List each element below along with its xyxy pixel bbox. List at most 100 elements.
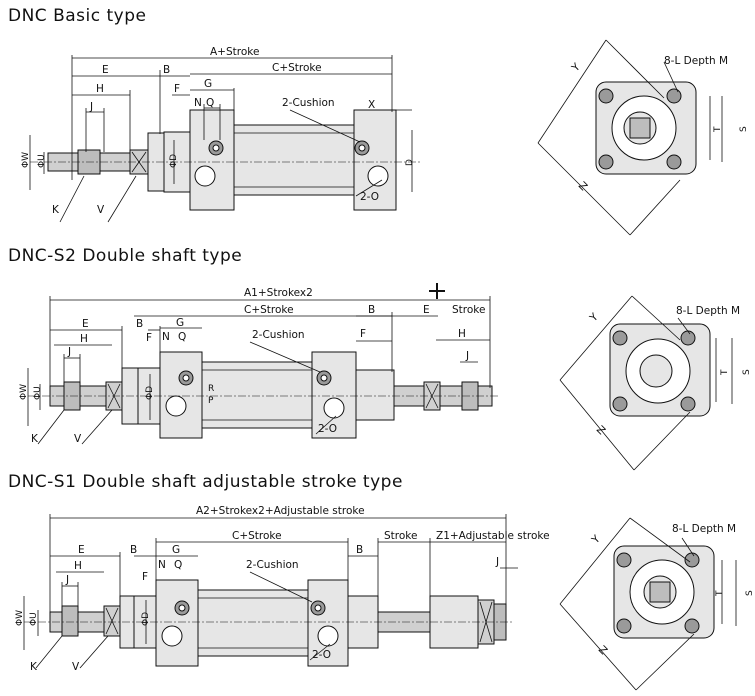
dim-label-f: F (142, 571, 148, 583)
dim-label-f: F (174, 83, 180, 95)
rear-cap (307, 579, 349, 667)
dim-label-n: N (158, 559, 166, 571)
dim-label-c: C+Stroke (232, 530, 282, 542)
dim-label-g: G (204, 78, 212, 90)
dim-label-n: N (194, 97, 202, 109)
dim-label-overall: A2+Strokex2+Adjustable stroke (196, 505, 365, 517)
dim-label-w: ΦW (21, 152, 31, 168)
section-title-s2: DNC-S2 Double shaft type (8, 246, 243, 266)
dim-label-q: Q (174, 559, 182, 571)
dim-label-port: 2-O (360, 191, 379, 203)
barrel (201, 361, 313, 429)
dim-label-port: 2-O (318, 423, 337, 435)
rod-nut (61, 605, 79, 637)
dim-label-f2: F (360, 328, 366, 340)
dim-label-stroke: Stroke (452, 304, 485, 316)
front-flange (189, 109, 235, 211)
dim-label-f: F (146, 332, 152, 344)
dim-label-port: 2-O (312, 649, 331, 661)
dim-label-s: S (742, 369, 752, 375)
dim-label-k: K (31, 433, 39, 445)
dim-label-w: ΦW (19, 384, 29, 400)
dim-label-k: K (30, 661, 38, 673)
dim-label-b: B (163, 64, 170, 76)
dim-label-h: H (80, 333, 88, 345)
dim-label-d1: ΦD (141, 612, 151, 626)
dim-label-q: Q (206, 97, 214, 109)
dim-label-c: C+Stroke (272, 62, 322, 74)
dim-label-j2: J (495, 556, 499, 568)
dim-label-z: Z (596, 644, 610, 658)
dim-label-b2: B (368, 304, 375, 316)
dim-label-e: E (78, 544, 85, 556)
front-flange (155, 579, 199, 667)
s2-side-view: A1+Strokex2 E B C+Stroke B E Stroke H H … (19, 283, 500, 445)
dim-label-d1: ΦD (145, 386, 155, 400)
dim-label-y: Y (587, 311, 601, 325)
dim-label-t: T (713, 126, 723, 133)
port-icon (161, 625, 183, 647)
dim-label-n: N (162, 331, 170, 343)
dim-label-h: H (96, 83, 104, 95)
dim-label-q: Q (178, 331, 186, 343)
dim-label-j2: J (465, 350, 469, 362)
dim-label-h2: H (458, 328, 466, 340)
dim-label-u: ΦU (37, 154, 47, 168)
dim-label-r: R (208, 384, 214, 394)
dim-label-k: K (52, 204, 60, 216)
section-title-s1: DNC-S1 Double shaft adjustable stroke ty… (8, 472, 403, 492)
barrel (233, 124, 355, 196)
front-flange (159, 351, 203, 439)
dim-label-s: S (745, 590, 755, 596)
dim-label-g: G (176, 317, 184, 329)
port-icon (165, 395, 187, 417)
dim-label-depth: 8-L Depth M (672, 523, 736, 535)
dim-label-s: S (739, 126, 749, 132)
dim-label-p: P (208, 396, 214, 406)
dim-label-x: X (368, 99, 375, 111)
port-icon (317, 625, 339, 647)
dim-label-j: J (65, 574, 69, 586)
dim-label-u: ΦU (33, 386, 43, 400)
dim-label-depth: 8-L Depth M (664, 55, 728, 67)
dim-label-stroke: Stroke (384, 530, 417, 542)
port-icon (323, 397, 345, 419)
dim-label-e: E (102, 64, 109, 76)
dim-label-cushion: 2-Cushion (246, 559, 299, 571)
dim-label-d1: ΦD (169, 154, 179, 168)
dim-label-adj: Z1+Adjustable stroke (436, 530, 550, 542)
s1-side-view: A2+Strokex2+Adjustable stroke E B C+Stro… (15, 505, 550, 673)
basic-side-view: A+Stroke E B C+Stroke H J F G N Q 2-Cush… (21, 46, 420, 223)
port-icon (367, 165, 389, 187)
dim-label-g: G (172, 544, 180, 556)
dim-label-e2: E (423, 304, 430, 316)
dim-label-c: C+Stroke (244, 304, 294, 316)
dim-label-v: V (97, 204, 105, 216)
dim-label-t: T (720, 369, 730, 376)
dim-label-h: H (74, 560, 82, 572)
dim-label-cushion: 2-Cushion (252, 329, 305, 341)
dim-label-depth: 8-L Depth M (676, 305, 740, 317)
dim-label-cushion: 2-Cushion (282, 97, 335, 109)
dim-label-z: Z (576, 180, 590, 194)
dim-label-d2: D (405, 159, 415, 166)
s2-end-view: Y Z 8-L Depth M T S (559, 295, 752, 471)
dim-label-j: J (67, 346, 71, 358)
dim-label-b: B (130, 544, 137, 556)
s1-end-view: Y Z 8-L Depth M T S (559, 517, 755, 691)
dim-label-y: Y (589, 533, 603, 547)
dim-label-v: V (74, 433, 82, 445)
dim-label-b2: B (356, 544, 363, 556)
dim-label-overall: A+Stroke (210, 46, 259, 58)
port-icon (194, 165, 216, 187)
dim-label-u: ΦU (29, 612, 39, 626)
barrel (197, 589, 309, 657)
dim-label-y: Y (569, 61, 583, 75)
dim-label-w: ΦW (15, 610, 25, 626)
dim-label-b: B (136, 318, 143, 330)
basic-end-view: Y Z 8-L Depth M T S (537, 39, 749, 236)
dim-label-overall: A1+Strokex2 (244, 287, 313, 299)
dim-label-v: V (72, 661, 80, 673)
section-title-basic: DNC Basic type (8, 6, 147, 26)
